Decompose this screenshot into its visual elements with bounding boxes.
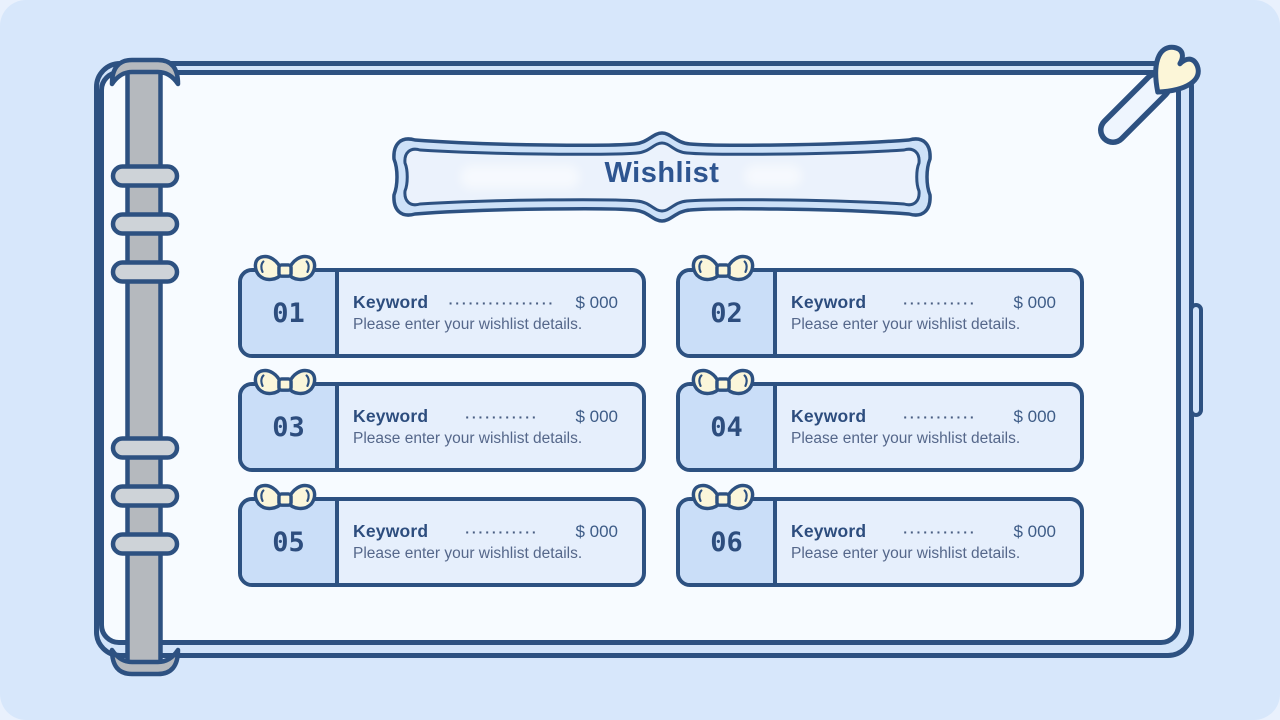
details-placeholder[interactable]: Please enter your wishlist details. [791,430,1021,447]
card-frame: 05 Keyword ··········· $ 000 Please ente… [238,497,646,587]
card-frame: 04 Keyword ··········· $ 000 Please ente… [676,382,1084,472]
price-value[interactable]: $ 000 [1013,292,1056,312]
dotted-divider: ················ [448,294,556,311]
bow-icon [253,254,317,282]
heart-pen-decoration [1098,44,1201,145]
binder-ring [110,260,180,284]
binder-spine [109,57,181,677]
card-body: Keyword ··········· $ 000 Please enter y… [339,501,642,583]
binder-ring [110,212,180,236]
dotted-divider: ··········· [465,408,539,425]
keyword-label[interactable]: Keyword [353,521,429,541]
price-value[interactable]: $ 000 [1013,521,1056,541]
bow-icon [691,254,755,282]
details-placeholder[interactable]: Please enter your wishlist details. [353,316,583,333]
spine-top-cap [109,57,181,87]
keyword-label[interactable]: Keyword [791,292,867,312]
price-value[interactable]: $ 000 [575,406,618,426]
wishlist-card-5[interactable]: 05 Keyword ··········· $ 000 Please ente… [238,483,646,587]
details-placeholder[interactable]: Please enter your wishlist details. [353,545,583,562]
banner-highlight [460,165,580,189]
dotted-divider: ··········· [465,523,539,540]
dotted-divider: ··········· [903,523,977,540]
wishlist-card-6[interactable]: 06 Keyword ··········· $ 000 Please ente… [676,483,1084,587]
page-title[interactable]: Wishlist [604,157,720,189]
card-body: Keyword ··········· $ 000 Please enter y… [777,386,1080,468]
banner-frame [392,131,932,223]
price-value[interactable]: $ 000 [575,292,618,312]
binder-ring [110,436,180,460]
notebook-side-clasp [1189,303,1203,417]
bow-icon [253,483,317,511]
dotted-divider: ··········· [903,408,977,425]
card-number: 03 [242,386,339,468]
price-value[interactable]: $ 000 [575,521,618,541]
banner-highlight [744,165,802,187]
bow-icon [691,368,755,396]
dotted-divider: ··········· [903,294,977,311]
keyword-label[interactable]: Keyword [791,406,867,426]
binder-ring [110,484,180,508]
card-body: Keyword ················ $ 000 Please en… [339,272,642,354]
bow-icon [253,368,317,396]
card-body: Keyword ··········· $ 000 Please enter y… [339,386,642,468]
wishlist-card-4[interactable]: 04 Keyword ··········· $ 000 Please ente… [676,368,1084,472]
spine-bottom-cap [109,647,181,677]
card-number: 05 [242,501,339,583]
card-number: 04 [680,386,777,468]
card-number: 01 [242,272,339,354]
card-body: Keyword ··········· $ 000 Please enter y… [777,501,1080,583]
keyword-label[interactable]: Keyword [791,521,867,541]
card-frame: 01 Keyword ················ $ 000 Please… [238,268,646,358]
card-number: 06 [680,501,777,583]
details-placeholder[interactable]: Please enter your wishlist details. [791,545,1021,562]
spine-bar [125,61,163,673]
card-frame: 02 Keyword ··········· $ 000 Please ente… [676,268,1084,358]
keyword-label[interactable]: Keyword [353,292,429,312]
binder-ring [110,532,180,556]
bow-icon [691,483,755,511]
details-placeholder[interactable]: Please enter your wishlist details. [791,316,1021,333]
card-frame: 03 Keyword ··········· $ 000 Please ente… [238,382,646,472]
card-frame: 06 Keyword ··········· $ 000 Please ente… [676,497,1084,587]
price-value[interactable]: $ 000 [1013,406,1056,426]
heart-icon [1153,44,1201,95]
card-number: 02 [680,272,777,354]
binder-ring [110,164,180,188]
wishlist-card-2[interactable]: 02 Keyword ··········· $ 000 Please ente… [676,254,1084,358]
keyword-label[interactable]: Keyword [353,406,429,426]
wishlist-card-3[interactable]: 03 Keyword ··········· $ 000 Please ente… [238,368,646,472]
details-placeholder[interactable]: Please enter your wishlist details. [353,430,583,447]
title-banner: Wishlist [384,127,940,227]
wishlist-card-1[interactable]: 01 Keyword ················ $ 000 Please… [238,254,646,358]
card-body: Keyword ··········· $ 000 Please enter y… [777,272,1080,354]
